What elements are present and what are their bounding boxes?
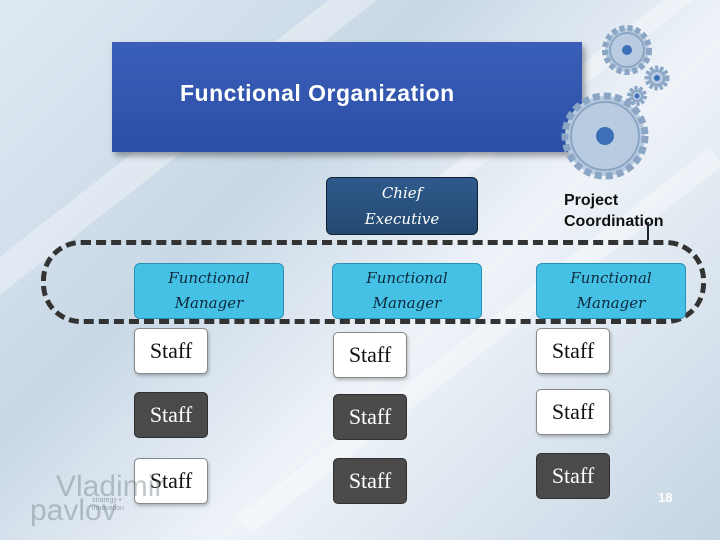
staff-node: Staff [536,328,610,374]
slide-title: Functional Organization [180,80,455,106]
functional-manager-node: Functional Manager [332,263,482,319]
title-banner [112,42,582,152]
page-number: 18 [658,490,673,505]
watermark-tagline: strategy • innovation [92,497,124,512]
functional-manager-node: Functional Manager [134,263,284,319]
functional-manager-label: Functional Manager [570,269,652,312]
gear-icon [561,25,670,180]
watermark-name: pavlov [30,494,117,527]
watermark-name: Vladimir [56,470,165,503]
staff-node: Staff [333,332,407,378]
staff-node: Staff [333,394,407,440]
chief-executive-label: Chief Executive [364,184,440,228]
chief-executive-node: Chief Executive [326,177,478,235]
functional-manager-node: Functional Manager [536,263,686,319]
staff-node: Staff [134,392,208,438]
staff-node: Staff [134,328,208,374]
staff-node: Staff [134,458,208,504]
connector-line [647,222,649,240]
staff-node: Staff [333,458,407,504]
staff-node: Staff [536,453,610,499]
project-coordination-label: Project Coordination [564,192,664,230]
staff-node: Staff [536,389,610,435]
functional-manager-label: Functional Manager [366,269,448,312]
project-coordination-ring [41,240,706,324]
watermark-logo: Vladimir pavlov strategy • innovation [30,470,165,527]
functional-manager-label: Functional Manager [168,269,250,312]
